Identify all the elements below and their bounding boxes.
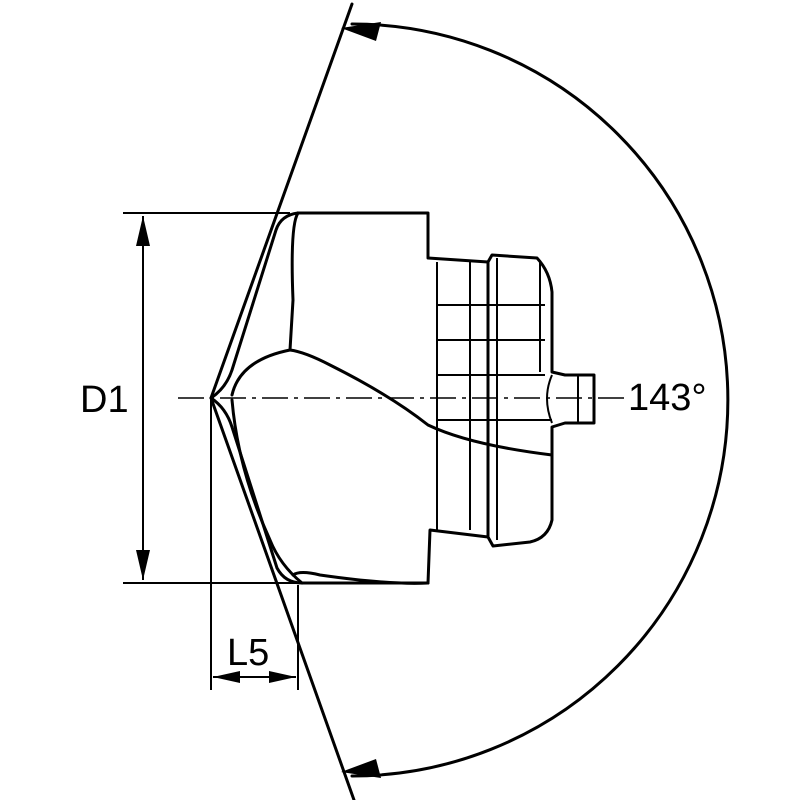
pin-base-arc [546,374,553,424]
l5-arrow-right [269,671,296,683]
cutting-edge-lower [230,398,304,585]
l5-arrow-left [213,671,240,683]
front-face-curve [288,211,300,352]
l5-label: L5 [227,632,269,674]
lower-cone-edge-line [209,396,356,800]
angle-arc [350,22,730,778]
d1-arrow-bottom [136,550,150,580]
tool-head-outline [209,211,596,585]
lower-face-curve [291,571,430,585]
d1-arrow-top [136,216,150,246]
angle-arrow-top [341,22,381,41]
cutting-edge-upper [230,348,554,457]
upper-cone-edge-line [209,2,354,400]
angle-label: 143° [628,377,707,419]
d1-label: D1 [80,379,129,421]
angle-arrow-bottom [341,759,381,778]
